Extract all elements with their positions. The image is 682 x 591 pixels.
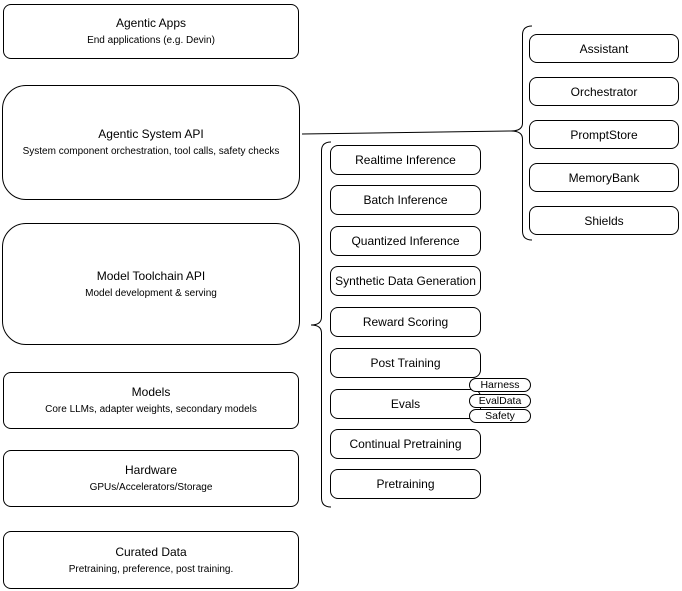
eval-tag-harness: Harness [469, 378, 531, 392]
node-curated-data: Curated Data Pretraining, preference, po… [3, 531, 299, 589]
node-model-toolchain-api: Model Toolchain API Model development & … [2, 223, 300, 345]
toolchain-brace [310, 141, 332, 508]
node-title: Model Toolchain API [96, 268, 206, 283]
node-subtitle: Core LLMs, adapter weights, secondary mo… [45, 404, 257, 415]
node-subtitle: System component orchestration, tool cal… [22, 146, 280, 157]
node-subtitle: Model development & serving [85, 287, 217, 299]
node-agentic-system-api: Agentic System API System component orch… [2, 85, 300, 200]
node-hardware: Hardware GPUs/Accelerators/Storage [3, 450, 299, 507]
toolchain-item-evals: Evals [330, 389, 481, 419]
component-promptstore: PromptStore [529, 120, 679, 149]
eval-tag-safety: Safety [469, 409, 531, 423]
node-title: Agentic System API [98, 127, 204, 141]
component-assistant: Assistant [529, 34, 679, 63]
toolchain-item-pretraining: Pretraining [330, 469, 481, 499]
component-orchestrator: Orchestrator [529, 77, 679, 106]
node-title: Agentic Apps [115, 16, 187, 30]
component-memorybank: MemoryBank [529, 163, 679, 192]
node-title: Hardware [124, 463, 178, 477]
node-subtitle: End applications (e.g. Devin) [87, 35, 215, 46]
component-shields: Shields [529, 206, 679, 235]
eval-tag-evaldata: EvalData [469, 394, 531, 408]
toolchain-item-synthetic-data-generation: Synthetic Data Generation [330, 266, 481, 296]
toolchain-item-realtime-inference: Realtime Inference [330, 145, 481, 175]
toolchain-item-quantized-inference: Quantized Inference [330, 226, 481, 256]
toolchain-item-batch-inference: Batch Inference [330, 185, 481, 215]
node-title: Curated Data [115, 544, 187, 559]
node-agentic-apps: Agentic Apps End applications (e.g. Devi… [3, 4, 299, 59]
node-subtitle: GPUs/Accelerators/Storage [89, 482, 213, 493]
node-title: Models [131, 385, 171, 399]
toolchain-item-post-training: Post Training [330, 348, 481, 378]
components-brace [510, 25, 533, 241]
toolchain-item-reward-scoring: Reward Scoring [330, 307, 481, 337]
connector-line-system-api-to-components [301, 130, 512, 135]
node-subtitle: Pretraining, preference, post training. [68, 563, 234, 575]
node-models: Models Core LLMs, adapter weights, secon… [3, 372, 299, 429]
toolchain-item-continual-pretraining: Continual Pretraining [330, 429, 481, 459]
